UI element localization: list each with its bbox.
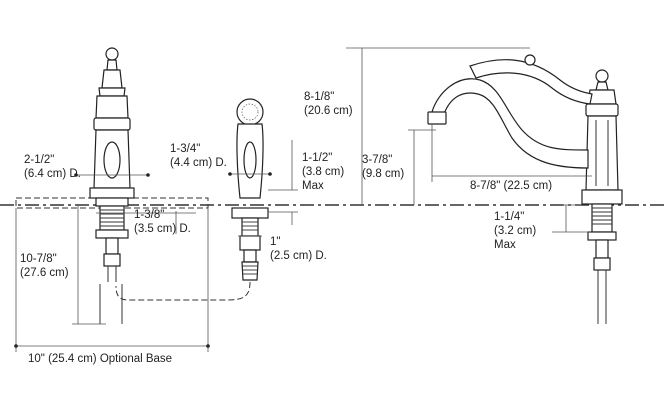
spray-shank-cm-label: (2.5 cm) D. [270,250,327,262]
optional-base-label: 10" (25.4 cm) Optional Base [28,353,172,365]
spray-diameter-cm-label: (4.4 cm) D. [170,157,227,169]
spray-height-cm-label: (3.8 cm) [302,166,344,178]
spray-diameter-label: 1-3/4" [170,143,200,155]
handle-valve [89,47,135,324]
handle-shank-cm-label: (3.5 cm) D. [134,223,191,235]
spout-rise-cm-label: (9.8 cm) [362,168,404,180]
spout-shank-cm-label: (3.2 cm) [494,225,536,237]
spray-height-note: Max [302,180,324,192]
spout-height-label: 8-1/8" [304,91,334,103]
spout-shank-note: Max [494,239,516,251]
spout-rise-label: 3-7/8" [362,154,392,166]
handle-depth-cm-label: (27.6 cm) [20,267,69,279]
handle-shank-label: 1-3/8" [134,209,164,221]
spout-shank-label: 1-1/4" [494,211,524,223]
side-spray [231,98,269,281]
handle-depth-label: 10-7/8" [20,253,57,265]
spout [427,54,623,324]
spray-shank-label: 1" [270,236,280,248]
handle-diameter-label: 2-1/2" [24,154,54,166]
spout-reach-label: 8-7/8" (22.5 cm) [470,180,552,192]
spray-height-label: 1-1/2" [302,152,332,164]
spout-height-cm-label: (20.6 cm) [304,105,353,117]
handle-diameter-cm-label: (6.4 cm) D. [24,168,81,180]
spray-hose [115,281,251,301]
